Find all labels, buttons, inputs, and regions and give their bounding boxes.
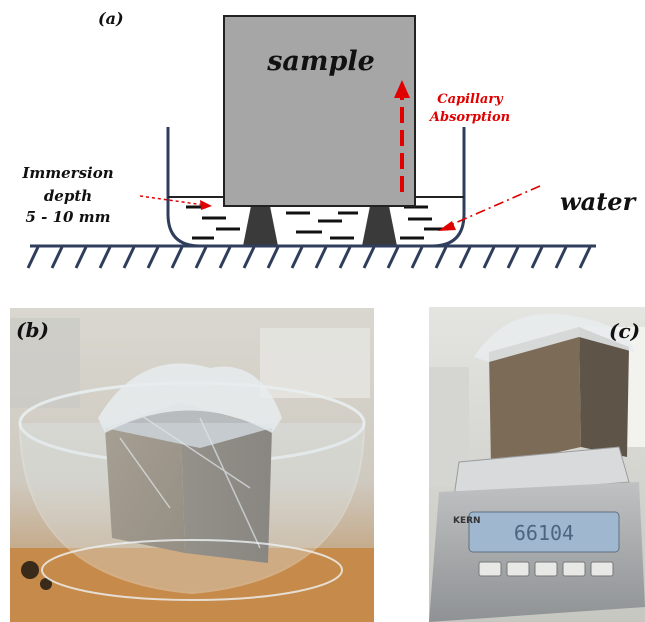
immersion-label-line2: depth	[44, 187, 92, 205]
water-label: water	[560, 187, 638, 216]
water-arrow	[438, 185, 541, 231]
right-support	[362, 206, 397, 246]
capillary-absorption-diagram: (a) sample	[0, 0, 645, 290]
panel-c-label: (c)	[609, 319, 641, 343]
immersion-label-line3: 5 - 10 mm	[26, 208, 111, 226]
water-hatch-marks	[186, 205, 448, 240]
sample-block	[223, 15, 416, 207]
panel-b-label: (b)	[16, 318, 49, 342]
capillary-arrow	[394, 80, 410, 192]
capillary-label-line1: Capillary	[437, 92, 504, 107]
panel-a-label: (a)	[98, 9, 124, 28]
immersion-label-line1: Immersion	[21, 164, 113, 182]
scale-brand: KERN	[453, 516, 481, 526]
ground-surface	[26, 244, 596, 269]
sample-label: sample	[266, 46, 375, 77]
immersion-arrow	[139, 195, 212, 210]
left-support	[243, 206, 278, 246]
capillary-label-line2: Absorption	[428, 110, 510, 125]
scale-display	[468, 511, 620, 553]
photo-sample-in-glass-dish: (b)	[10, 308, 374, 622]
scale-reading: 66104	[514, 521, 574, 545]
photo-sample-on-scale: 66104 KERN (c)	[429, 307, 645, 622]
